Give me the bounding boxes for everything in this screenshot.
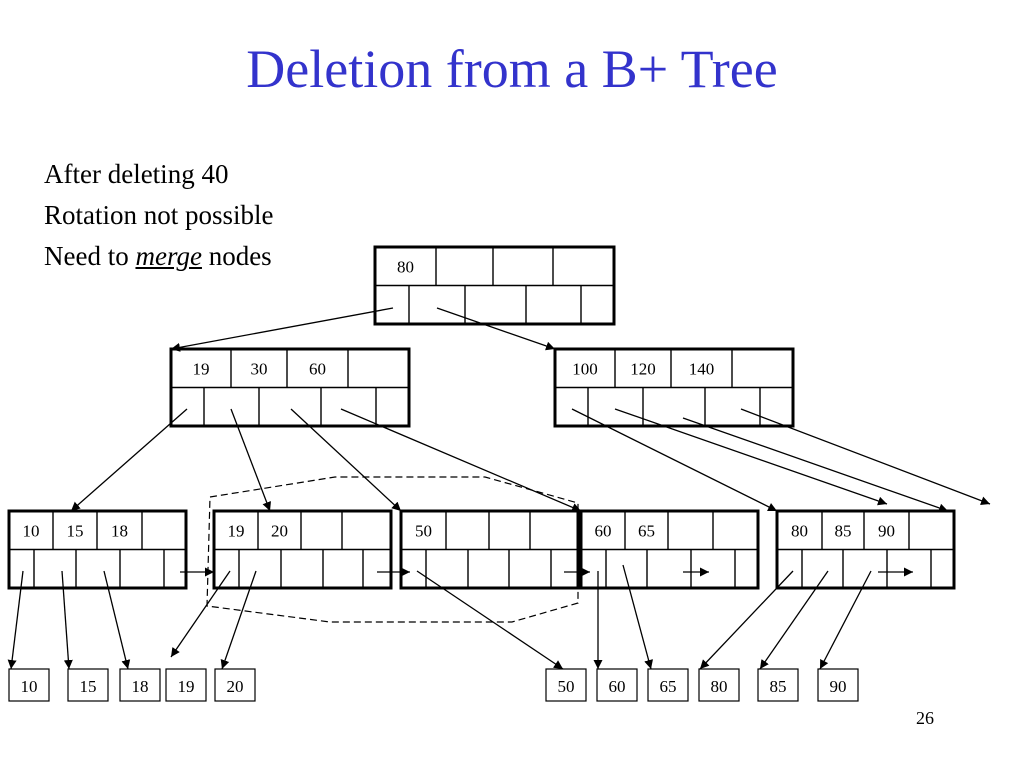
data-record: 85 [757,668,799,702]
record-value: 15 [80,677,97,696]
pointer-arrow [103,570,131,670]
record-box [757,668,799,702]
pointer-arrow [571,408,778,512]
record-value: 19 [178,677,195,696]
data-record: 10 [8,668,50,702]
pointer-arrow [170,570,231,658]
pointer-arrow [61,570,73,670]
emphasized-word: merge [135,241,202,271]
data-record: 20 [214,668,256,702]
data-record: 18 [119,668,161,702]
pointer-arrow [682,417,949,513]
record-box [119,668,161,702]
data-record: 80 [698,668,740,702]
node-key: 65 [638,522,655,541]
data-record: 50 [545,668,587,702]
node-key: 15 [67,522,84,541]
internal-node-left: 19 30 60 [169,347,411,428]
merge-region-outline [206,476,579,623]
note-text: Need to [44,241,136,271]
node-key: 50 [415,522,432,541]
node-key: 85 [835,522,852,541]
root-node: 80 [373,245,616,326]
record-value: 60 [609,677,626,696]
node-key: 19 [228,522,245,541]
record-value: 80 [711,677,728,696]
pointer-arrow [699,570,794,670]
record-value: 90 [830,677,847,696]
pointer-arrow [7,570,24,670]
node-key: 20 [271,522,288,541]
pointer-arrow [416,570,564,670]
node-key: 120 [630,360,656,379]
node-key: 60 [309,360,326,379]
note-line: After deleting 40 [44,159,229,189]
record-value: 85 [770,677,787,696]
node-key: 80 [791,522,808,541]
record-box [165,668,207,702]
pointer-arrow [230,408,271,512]
node-key: 80 [397,258,414,277]
data-record: 15 [67,668,109,702]
node-key: 90 [878,522,895,541]
pointer-arrow [614,408,888,506]
data-record: 60 [596,668,638,702]
pointer-arrow [759,570,829,670]
leaf-node: 10 15 18 [7,509,188,590]
note-line: Rotation not possible [44,200,274,230]
node-key: 100 [572,360,598,379]
record-box [214,668,256,702]
pointer-arrow [740,408,991,505]
pointer-arrow [819,570,872,670]
pointer-arrow [170,307,394,352]
node-key: 10 [23,522,40,541]
leaf-node: 80 85 90 [775,509,956,590]
record-box [698,668,740,702]
leaf-node: 60 65 [579,509,760,590]
slide-title: Deletion from a B+ Tree [246,39,778,99]
data-record: 19 [165,668,207,702]
record-box [545,668,587,702]
data-record: 65 [647,668,689,702]
record-box [67,668,109,702]
record-value: 18 [132,677,149,696]
record-box [8,668,50,702]
record-box [817,668,859,702]
pointer-arrow [436,307,556,351]
record-value: 20 [227,677,244,696]
pointer-arrow [340,408,582,512]
record-value: 10 [21,677,38,696]
note-text: nodes [201,241,272,271]
pointer-arrow [70,408,188,512]
data-record: 90 [817,668,859,702]
node-key: 18 [111,522,128,541]
record-value: 65 [660,677,677,696]
note-line: Need to merge nodes [44,236,274,277]
node-key: 30 [251,360,268,379]
record-box [596,668,638,702]
pointer-arrow [622,564,654,670]
node-key: 19 [193,360,210,379]
node-key: 140 [689,360,715,379]
internal-node-right: 100 120 140 [553,347,795,428]
pointer-arrow [220,570,257,670]
leaf-node: 50 [399,509,580,590]
pointer-arrow [290,408,402,512]
slide-notes: After deleting 40 Rotation not possible … [44,154,274,277]
record-value: 50 [558,677,575,696]
slide-number: 26 [916,708,934,728]
node-key: 60 [595,522,612,541]
record-box [647,668,689,702]
